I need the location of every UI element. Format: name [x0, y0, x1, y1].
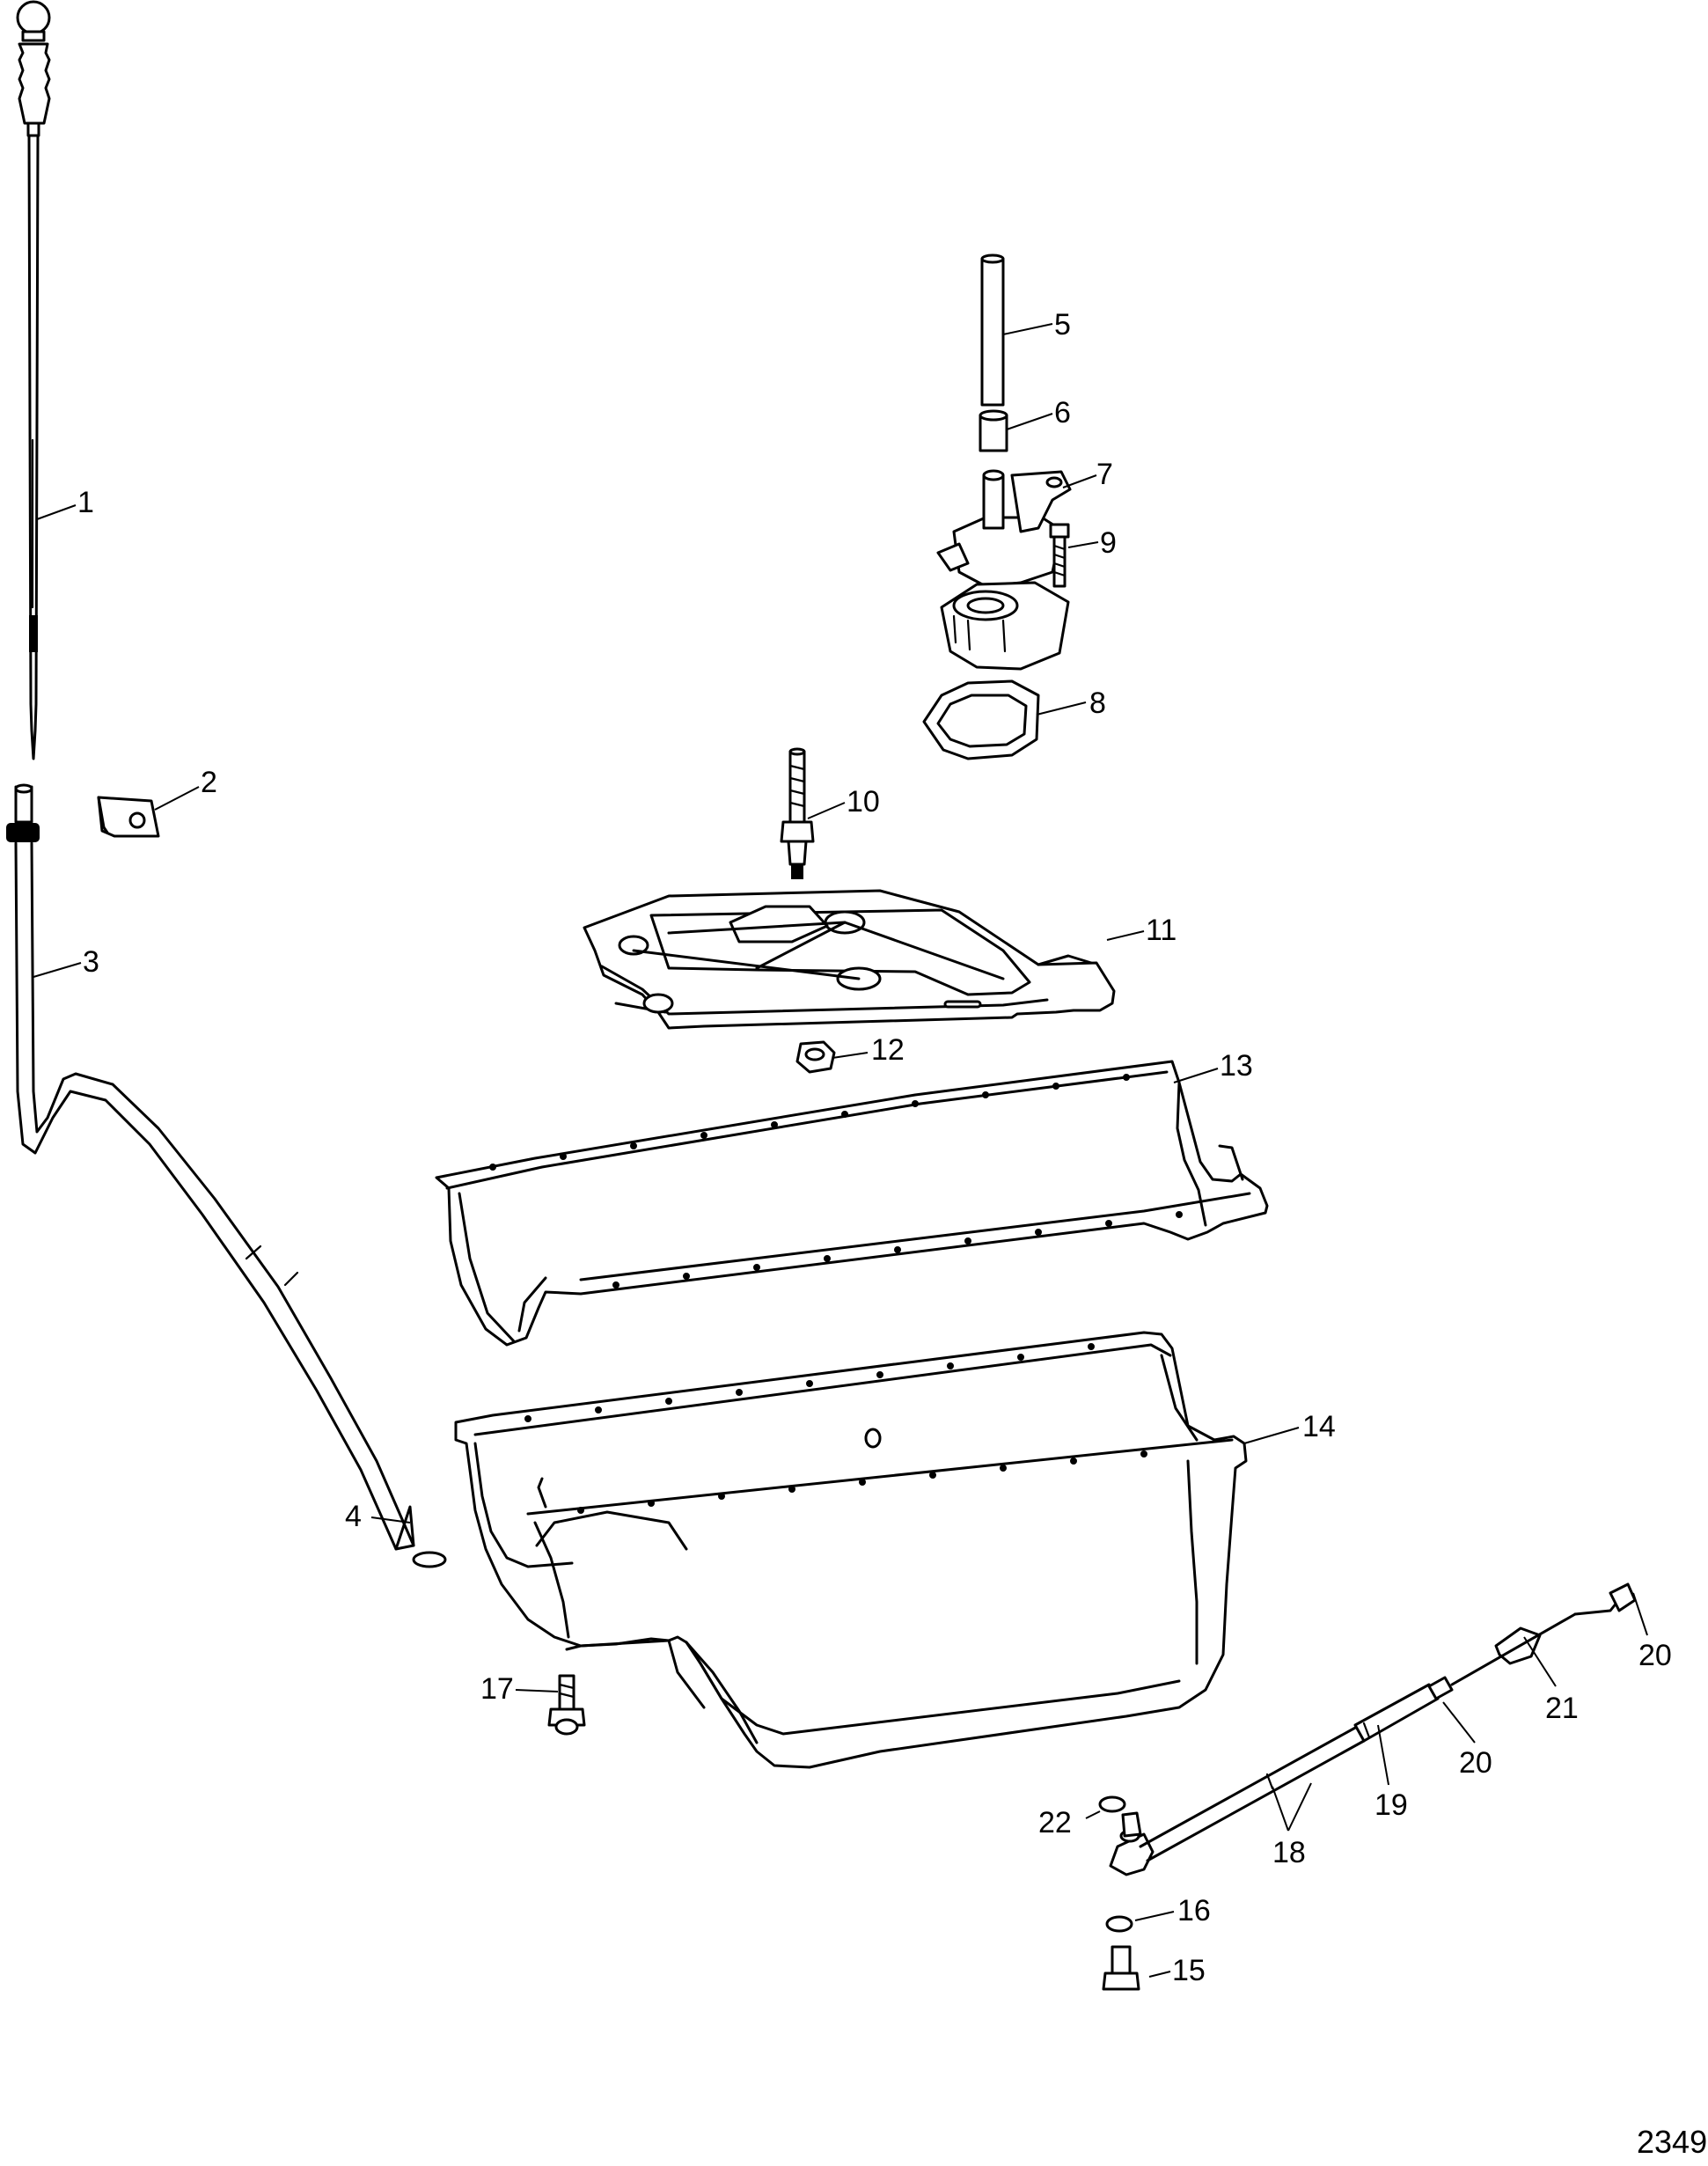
callout-14: 14 [1302, 1410, 1336, 1443]
dipstick-tube [6, 783, 415, 1551]
callout-2: 2 [201, 766, 217, 799]
callout-5: 5 [1054, 308, 1071, 341]
callout-21: 21 [1545, 1692, 1579, 1725]
callout-7: 7 [1096, 458, 1113, 491]
callout-20b: 20 [1638, 1639, 1672, 1672]
dipstick-tube-bracket [97, 796, 160, 838]
plug-o-ring [1105, 1915, 1133, 1933]
callout-20a: 20 [1459, 1746, 1492, 1780]
drain-plug-bolt [1102, 1945, 1140, 1991]
oil-pump [936, 469, 1072, 671]
dipstick [16, 0, 51, 760]
leader-lines [33, 323, 1648, 1978]
callout-18: 18 [1272, 1836, 1306, 1869]
callout-3: 3 [83, 945, 99, 979]
pan-bolt [547, 1674, 586, 1736]
callout-11: 11 [1146, 914, 1177, 947]
gasket-bolt-holes [489, 1074, 1183, 1289]
oil-pan-gasket [435, 1060, 1269, 1347]
callout-10: 10 [847, 785, 880, 819]
pump-gasket [922, 679, 1040, 760]
oil-pump-drive-shaft [980, 253, 1005, 407]
hose-o-ring [1098, 1795, 1126, 1813]
pan-bolt-holes [524, 1343, 1147, 1514]
callout-19: 19 [1374, 1788, 1408, 1822]
figure-number: 2349 [1637, 2124, 1707, 2160]
callout-8: 8 [1089, 687, 1106, 720]
windage-tray [583, 889, 1116, 1030]
callout-9: 9 [1100, 526, 1117, 560]
windage-tray-stud [780, 747, 815, 879]
callout-4: 4 [345, 1500, 362, 1533]
oil-pan [454, 1331, 1248, 1769]
drain-hose-assembly [1109, 1582, 1637, 1876]
callout-16: 16 [1177, 1894, 1211, 1927]
tube-o-ring [412, 1551, 447, 1568]
callout-17: 17 [480, 1672, 514, 1706]
callout-labels: 1 2 3 4 5 6 7 8 9 10 11 12 13 14 15 16 1… [77, 308, 1707, 2160]
tray-nut [795, 1040, 836, 1074]
callout-13: 13 [1220, 1049, 1253, 1083]
callout-22: 22 [1038, 1806, 1072, 1839]
pump-mounting-screw [1049, 523, 1070, 588]
callout-15: 15 [1172, 1954, 1206, 1987]
shaft-collar [979, 409, 1008, 452]
callout-1: 1 [77, 486, 94, 519]
callout-6: 6 [1054, 396, 1071, 430]
callout-12: 12 [871, 1033, 905, 1067]
